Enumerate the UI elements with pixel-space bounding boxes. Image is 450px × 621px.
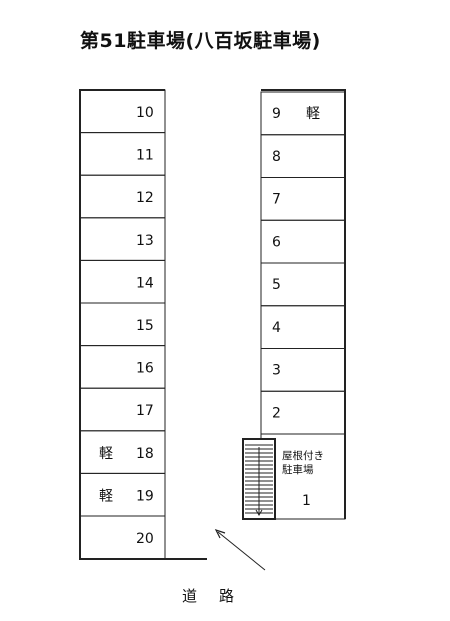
- space-number: 5: [272, 277, 281, 293]
- parking-space-2: 2: [260, 390, 346, 435]
- space-number: 17: [136, 403, 154, 419]
- space-number: 10: [136, 105, 154, 121]
- covered-space-label-line1: 屋根付き: [282, 449, 324, 462]
- space-number: 4: [272, 320, 281, 336]
- kei-tag: 軽: [99, 446, 113, 462]
- parking-space-20: 20: [79, 515, 166, 560]
- lot-wall-right: [261, 89, 346, 519]
- parking-space-13: 13: [79, 217, 166, 261]
- space-number: 12: [136, 190, 154, 206]
- space-number: 8: [272, 149, 281, 165]
- parking-space-17: 17: [79, 387, 166, 432]
- parking-space-7: 7: [260, 177, 346, 221]
- entrance-arrow-icon: [214, 528, 266, 571]
- parking-space-5: 5: [260, 262, 346, 307]
- parking-space-4: 4: [260, 305, 346, 349]
- parking-space-8: 8: [260, 134, 346, 178]
- space-number: 2: [272, 405, 281, 421]
- space-number: 11: [136, 148, 154, 164]
- space-number: 20: [136, 531, 154, 547]
- kei-tag: 軽: [306, 106, 320, 122]
- lot-wall-left: [79, 89, 207, 560]
- parking-space-15: 15: [79, 302, 166, 347]
- space-number: 3: [272, 363, 281, 379]
- parking-space-10: 10: [79, 89, 166, 134]
- parking-space-11: 11: [79, 132, 166, 176]
- left-column: 10 11 12 13 14 15 16 17 18 軽 19 軽 20: [79, 89, 166, 560]
- road-label: 道路: [182, 587, 257, 605]
- space-number: 9: [272, 106, 281, 122]
- parking-space-16: 16: [79, 345, 166, 389]
- space-number: 6: [272, 234, 281, 250]
- space-number: 7: [272, 192, 281, 208]
- covered-space: 屋根付き 駐車場 1: [242, 433, 346, 520]
- parking-space-6: 6: [260, 219, 346, 264]
- space-number: 13: [136, 233, 154, 249]
- parking-space-12: 12: [79, 174, 166, 219]
- space-number: 15: [136, 318, 154, 334]
- parking-space-3: 3: [260, 348, 346, 392]
- parking-space-19: 19 軽: [79, 472, 166, 517]
- covered-space-label-line2: 駐車場: [282, 463, 314, 476]
- stairs-icon: [242, 438, 276, 520]
- space-number-1: 1: [302, 493, 311, 509]
- space-number: 18: [136, 446, 154, 462]
- page-title: 第51駐車場(八百坂駐車場): [80, 30, 321, 52]
- space-number: 16: [136, 361, 154, 377]
- space-number: 14: [136, 275, 154, 291]
- parking-space-14: 14: [79, 259, 166, 304]
- space-number: 19: [136, 488, 154, 504]
- parking-space-18: 18 軽: [79, 430, 166, 474]
- kei-tag: 軽: [99, 488, 113, 504]
